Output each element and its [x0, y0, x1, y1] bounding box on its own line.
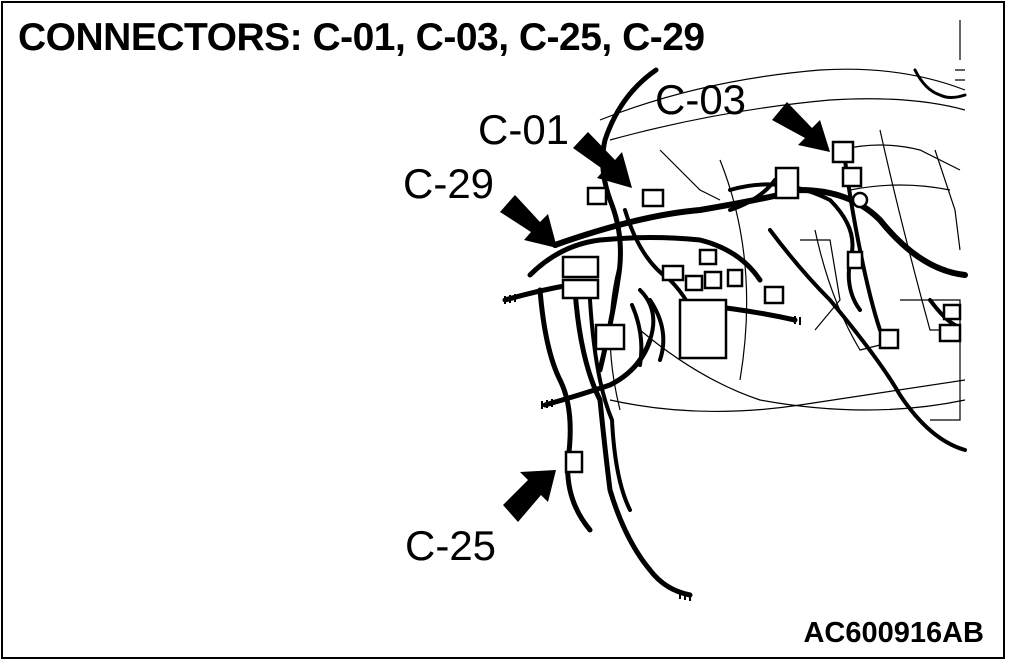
diagram-title: CONNECTORS: C-01, C-03, C-25, C-29	[18, 16, 705, 59]
connector-c01-b	[641, 188, 665, 208]
connector-c03-a	[831, 140, 855, 164]
connector-c01-a	[586, 186, 608, 206]
connector-c03-b	[841, 166, 863, 188]
callout-arrows	[500, 102, 830, 522]
connector-c29-lower	[561, 278, 600, 300]
wiring-harness	[502, 67, 968, 598]
figure-id: AC600916AB	[803, 617, 984, 649]
arrow-c29	[500, 195, 557, 248]
arrow-c03	[772, 102, 830, 152]
arrow-c01	[573, 132, 632, 188]
label-c25: C-25	[405, 522, 496, 569]
wire-ends	[504, 294, 801, 601]
label-c01: C-01	[478, 106, 569, 153]
connector-c25	[564, 450, 584, 474]
connector-c29-upper	[561, 255, 600, 279]
arrow-c25	[503, 470, 556, 522]
connector-c03-c	[774, 166, 800, 200]
label-c29: C-29	[403, 160, 494, 207]
connector-block-mid	[594, 323, 626, 351]
junction-block	[678, 298, 728, 360]
connectors	[561, 140, 962, 474]
label-c03: C-03	[655, 76, 746, 123]
